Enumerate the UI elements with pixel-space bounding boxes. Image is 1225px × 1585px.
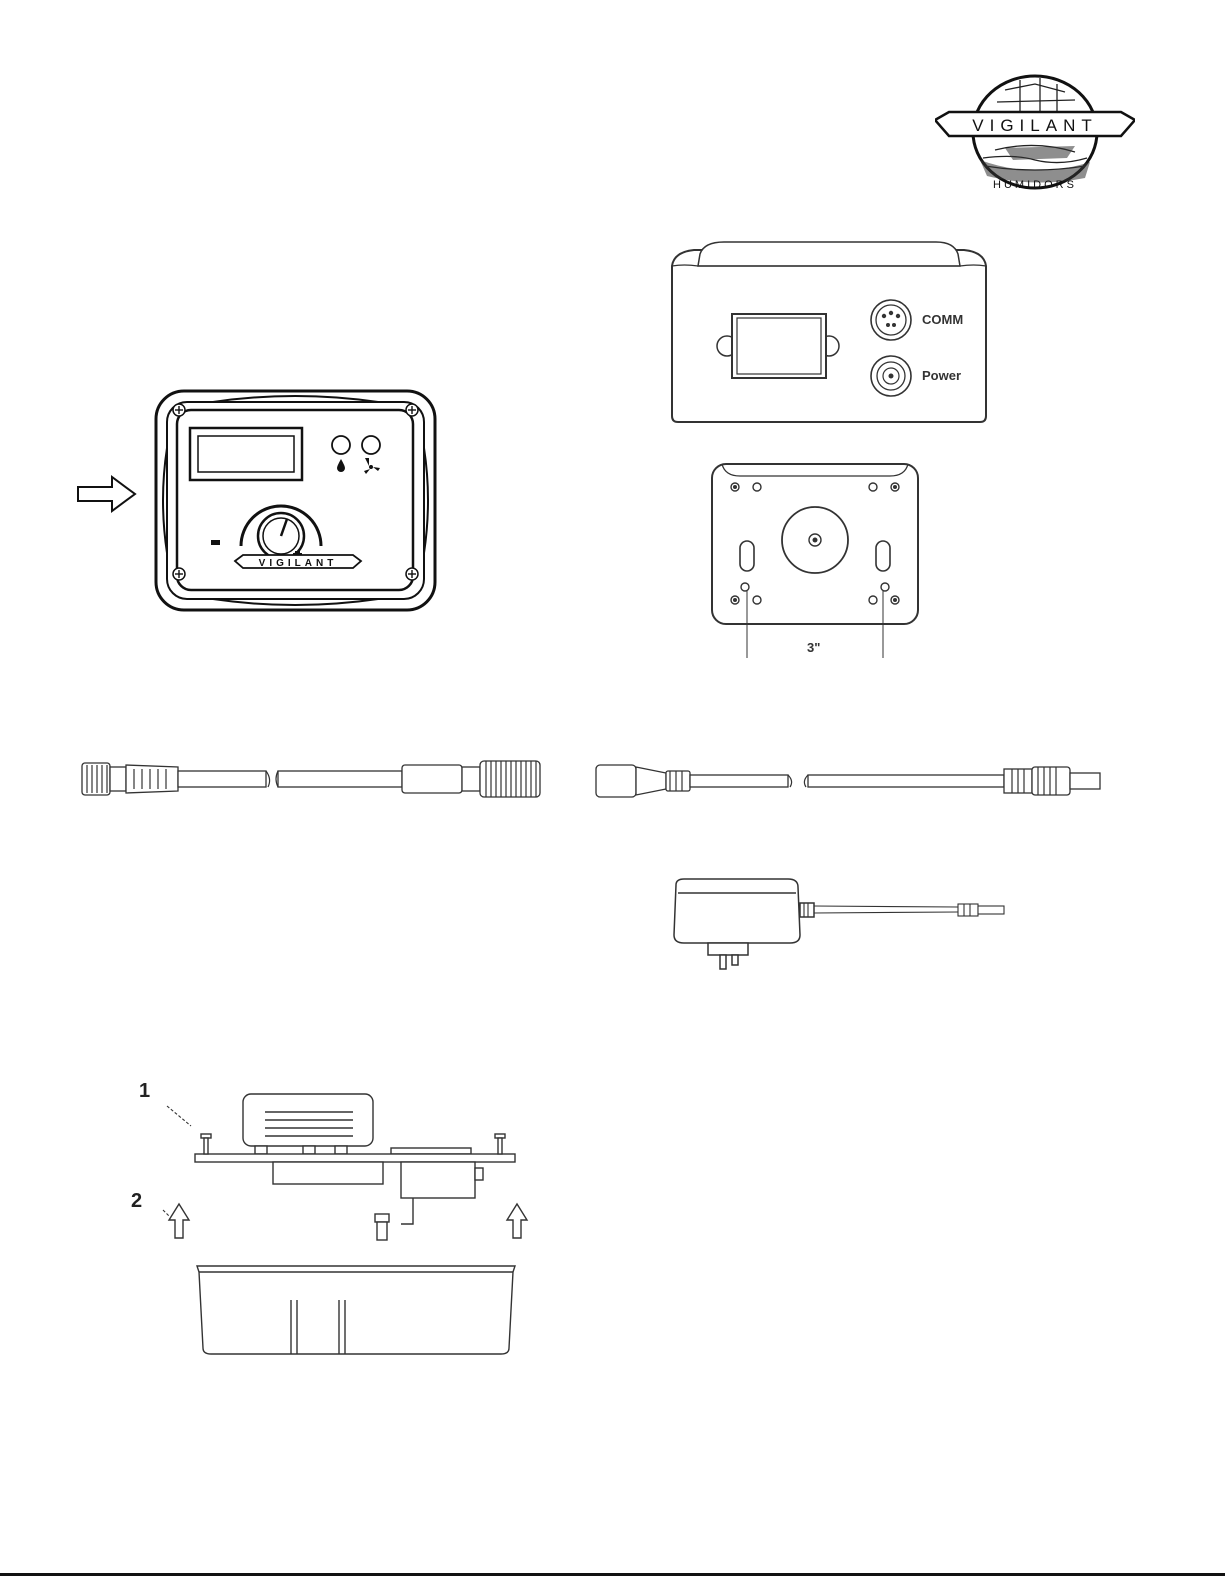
keyhole-spacing-label: 3" bbox=[807, 640, 820, 655]
power-extension-cable bbox=[592, 757, 1112, 805]
controller-front-panel: VIGILANT bbox=[153, 388, 438, 613]
power-jack-icon bbox=[871, 356, 911, 396]
bottom-rule bbox=[0, 1573, 1225, 1576]
arrow-right-icon bbox=[76, 474, 138, 514]
vigilant-humidors-logo: VIGILANT HUMIDORS bbox=[935, 70, 1135, 200]
minus-icon bbox=[211, 540, 220, 545]
step-2-label: 2 bbox=[131, 1190, 142, 1213]
step-1-label: 1 bbox=[139, 1080, 150, 1103]
power-adapter bbox=[668, 875, 1013, 975]
comm-jack-icon bbox=[871, 300, 911, 340]
comm-label: COMM bbox=[922, 312, 963, 327]
comm-cable bbox=[78, 755, 548, 803]
arrow-up-icon bbox=[169, 1204, 527, 1238]
logo-brand-text: VIGILANT bbox=[972, 116, 1097, 135]
controller-back-panel: 3" bbox=[700, 460, 930, 660]
power-label: Power bbox=[922, 368, 961, 383]
logo-sub-text: HUMIDORS bbox=[993, 179, 1077, 191]
controller-side-panel: COMM Power bbox=[664, 236, 994, 426]
assembly-diagram: 1 2 bbox=[125, 1080, 545, 1365]
front-brand-text: VIGILANT bbox=[259, 558, 338, 569]
